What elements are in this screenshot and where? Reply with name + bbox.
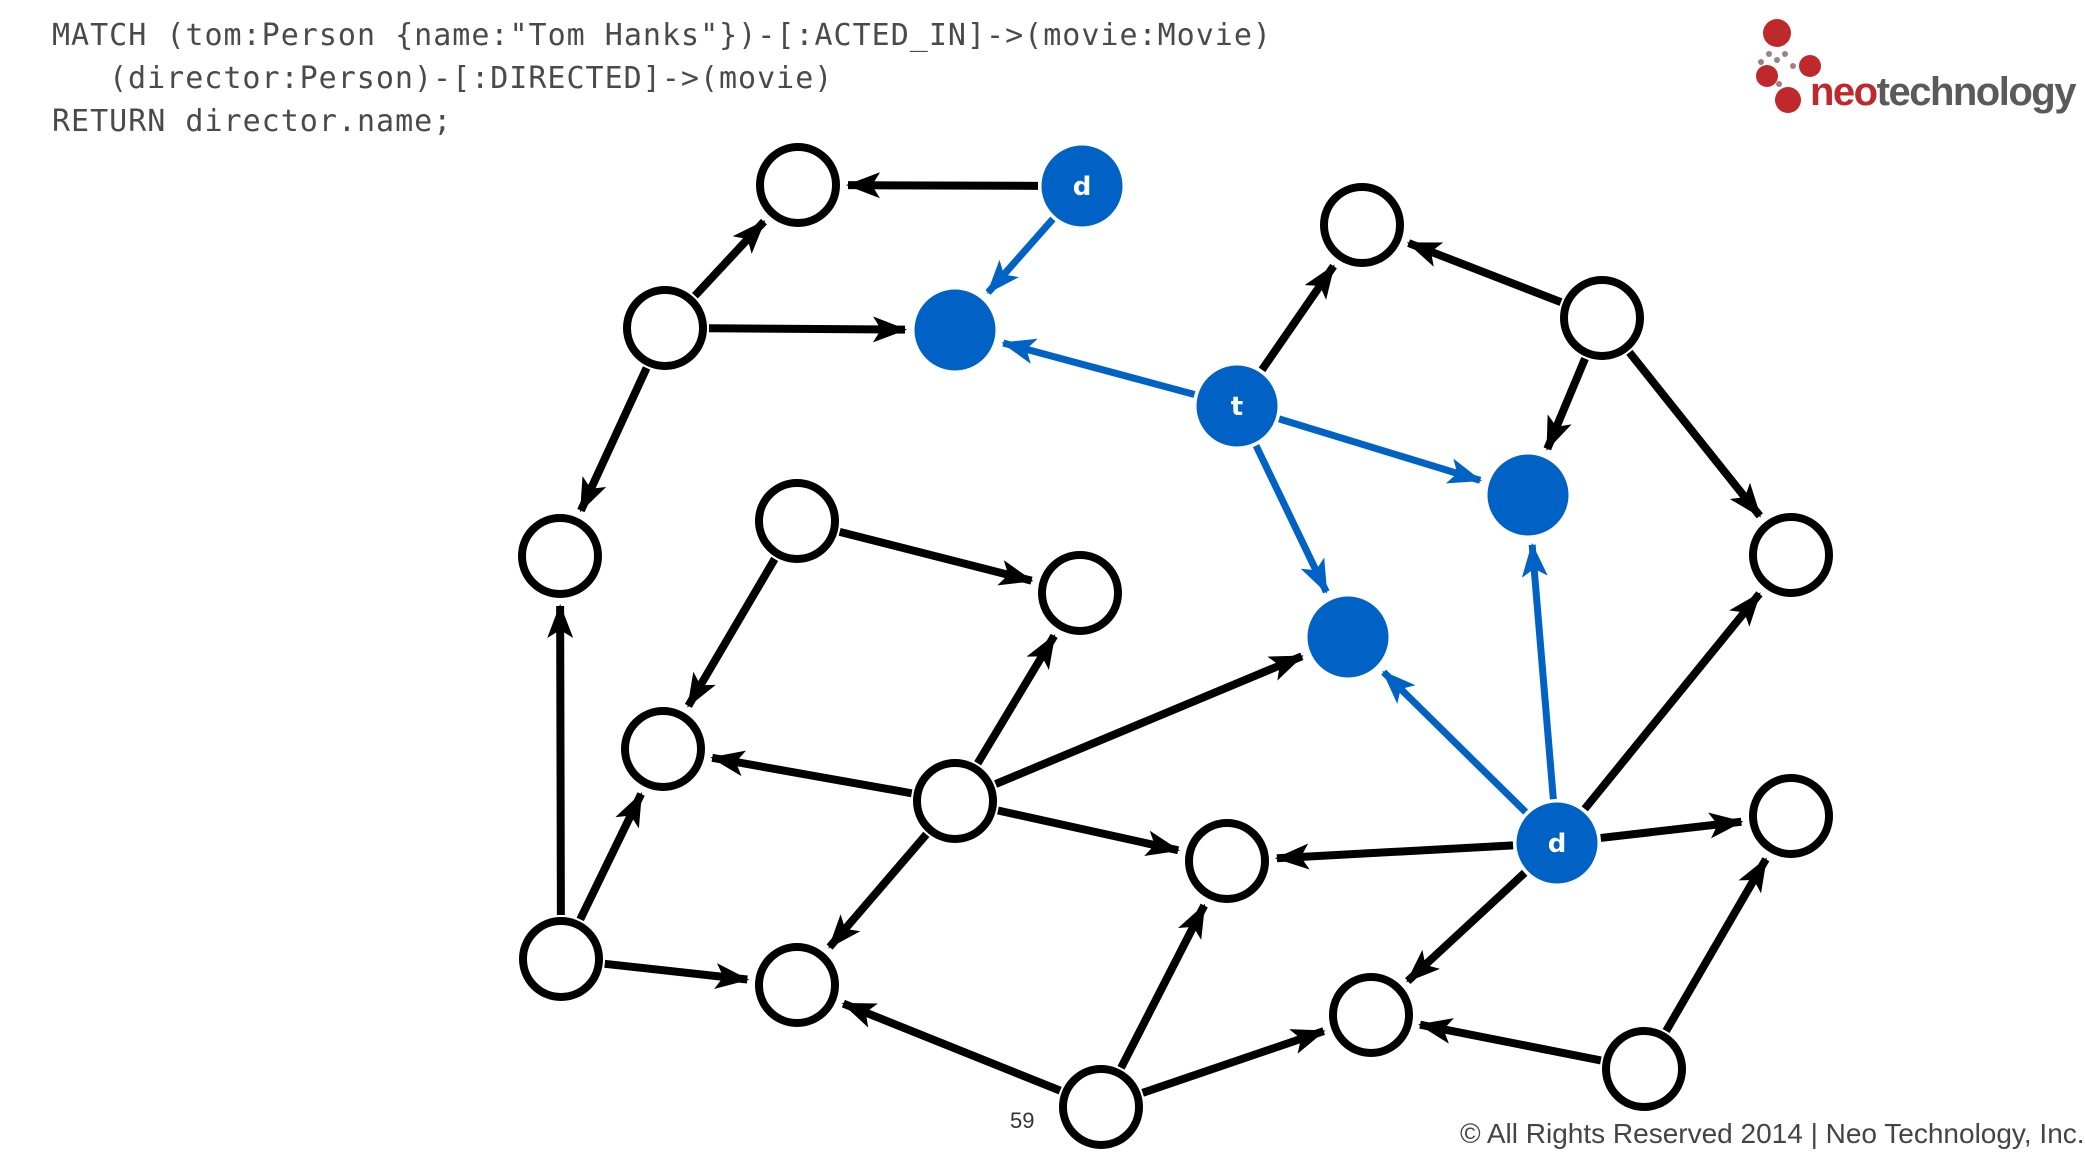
node-circle-n_center_low <box>1185 819 1269 903</box>
query-line-3: RETURN director.name; <box>52 104 453 139</box>
edge-n_center-to-n_mid_left <box>710 750 913 798</box>
node-circle-m1 <box>914 289 996 371</box>
node-circle-m3 <box>1307 596 1389 678</box>
edge-d2-to-n_center_low <box>1274 841 1514 870</box>
edge-t-to-m3 <box>1252 444 1330 594</box>
edge-d2-to-n_far_right_mid <box>1581 591 1763 812</box>
node-n_top_right <box>1320 183 1404 267</box>
node-m1 <box>914 289 996 371</box>
edge-n_bottom-to-n_bottom_left <box>841 999 1062 1095</box>
copyright-notice: © All Rights Reserved 2014 | Neo Technol… <box>1460 1118 2085 1149</box>
node-circle-n_top <box>756 143 840 227</box>
node-circle-n_bottom_far_right <box>1602 1027 1686 1111</box>
edge-n_center-to-n_bottom_left <box>826 831 930 950</box>
node-t: t <box>1196 365 1278 447</box>
node-n_top <box>756 143 840 227</box>
edge-n_mid_top-to-n_mid_left <box>684 556 779 708</box>
node-n_mid_left <box>621 707 705 791</box>
node-n_bottom_far_right <box>1602 1027 1686 1111</box>
node-d1: d <box>1041 145 1123 227</box>
node-n_mid_right <box>1038 551 1122 635</box>
edge-n_center-to-n_mid_right <box>974 633 1058 766</box>
edge-n_center-to-m3 <box>994 652 1304 788</box>
edge-d2-to-m3 <box>1381 669 1529 815</box>
edge-n_mid_top-to-n_mid_right <box>838 527 1034 586</box>
node-n_mid_top <box>755 479 839 563</box>
node-n_center <box>913 759 997 843</box>
node-d2: d <box>1516 802 1598 884</box>
edge-n_left_upper-to-n_left_mid <box>577 366 651 513</box>
edge-t-to-m2 <box>1278 415 1483 484</box>
node-label-t: t <box>1231 392 1243 422</box>
node-circle-n_left_bottom <box>519 917 603 1001</box>
node-m3 <box>1307 596 1389 678</box>
node-n_right_upper <box>1560 276 1644 360</box>
node-circle-d2 <box>1516 802 1598 884</box>
node-n_left_upper <box>623 286 707 370</box>
edge-n_bottom-to-n_center_low <box>1117 903 1208 1070</box>
edge-t-to-m1 <box>1001 338 1196 398</box>
node-n_bottom_left <box>755 943 839 1027</box>
node-m2 <box>1487 454 1569 536</box>
query-line-1: MATCH (tom:Person {name:"Tom Hanks"})-[:… <box>52 18 1272 53</box>
node-circle-n_bottom_left <box>755 943 839 1027</box>
edge-n_right_upper-to-n_far_right_mid <box>1626 349 1763 519</box>
node-circle-n_bottom <box>1059 1065 1143 1149</box>
query-line-2: (director:Person)-[:DIRECTED]->(movie) <box>109 61 834 96</box>
edge-n_left_upper-to-n_top <box>692 218 767 299</box>
edge-n_right_upper-to-n_top_right <box>1406 239 1563 306</box>
edge-n_left_bottom-to-n_left_mid <box>547 603 574 916</box>
node-circle-n_bottom_right <box>1329 973 1413 1057</box>
node-circle-n_top_right <box>1320 183 1404 267</box>
node-n_center_low <box>1185 819 1269 903</box>
edge-n_center-to-n_center_low <box>997 806 1181 857</box>
node-circle-n_mid_right <box>1038 551 1122 635</box>
logo-text-technology: technology <box>1876 70 2077 114</box>
node-circle-t <box>1196 365 1278 447</box>
edge-d2-to-n_far_right_low <box>1600 812 1744 842</box>
logo-text-neo: neo <box>1810 70 1878 114</box>
node-circle-n_center <box>913 759 997 843</box>
edge-d1-to-m1 <box>985 216 1056 295</box>
node-n_bottom <box>1059 1065 1143 1149</box>
node-circle-m2 <box>1487 454 1569 536</box>
neo-technology-logo-icon <box>1756 19 1821 113</box>
node-circle-n_far_right_mid <box>1749 513 1833 597</box>
node-circle-n_left_mid <box>518 514 602 598</box>
node-n_far_right_low <box>1749 774 1833 858</box>
node-label-d2: d <box>1548 829 1567 859</box>
page-number: 59 <box>1010 1108 1035 1133</box>
edge-d1-to-n_top <box>845 172 1039 199</box>
edge-n_bottom-to-n_bottom_right <box>1141 1027 1326 1097</box>
edge-d2-to-n_bottom_right <box>1404 869 1528 984</box>
edge-t-to-n_top_right <box>1258 263 1337 373</box>
edge-n_left_bottom-to-n_mid_left <box>576 792 645 922</box>
node-circle-d1 <box>1041 145 1123 227</box>
edge-n_bottom_far_right-to-n_bottom_right <box>1418 1018 1602 1065</box>
node-circle-n_left_upper <box>623 286 707 370</box>
edge-n_left_bottom-to-n_bottom_left <box>604 959 750 989</box>
node-n_bottom_right <box>1329 973 1413 1057</box>
edge-n_right_upper-to-m2 <box>1543 357 1589 451</box>
node-n_left_mid <box>518 514 602 598</box>
edge-d2-to-m2 <box>1521 542 1557 800</box>
cypher-query: MATCH (tom:Person {name:"Tom Hanks"})-[:… <box>52 14 1272 143</box>
logo-wordmark: neotechnology <box>1810 70 2077 115</box>
node-circle-n_mid_top <box>755 479 839 563</box>
edge-n_left_upper-to-m1 <box>708 316 908 343</box>
node-label-d1: d <box>1073 172 1092 202</box>
node-circle-n_right_upper <box>1560 276 1644 360</box>
node-circle-n_far_right_low <box>1749 774 1833 858</box>
node-n_far_right_mid <box>1749 513 1833 597</box>
edge-n_bottom_far_right-to-n_far_right_low <box>1662 857 1770 1033</box>
node-circle-n_mid_left <box>621 707 705 791</box>
node-n_left_bottom <box>519 917 603 1001</box>
